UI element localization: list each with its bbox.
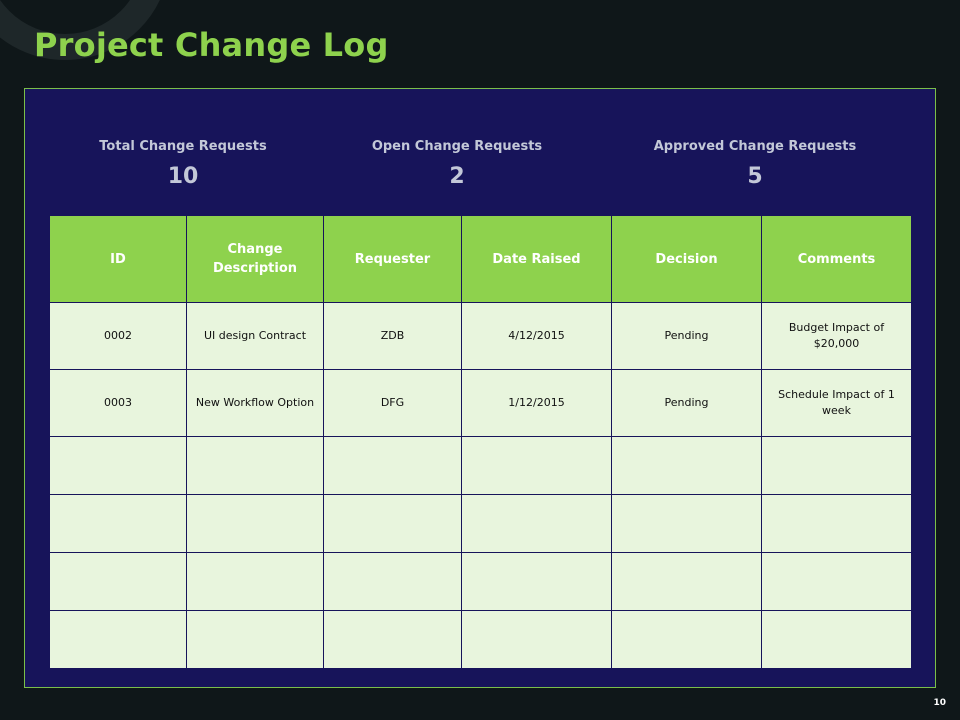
cell-id: [49, 494, 187, 553]
cell-id: [49, 436, 187, 495]
change-log-table: ID Change Description Requester Date Rai…: [49, 215, 912, 669]
stat-value: 5: [747, 164, 763, 189]
cell-date-raised: 4/12/2015: [461, 302, 612, 370]
column-header-change-description: Change Description: [186, 215, 324, 303]
column-header-requester: Requester: [323, 215, 462, 303]
stat-open-change-requests: Open Change Requests 2: [357, 139, 557, 189]
cell-date-raised: [461, 436, 612, 495]
column-header-decision: Decision: [611, 215, 762, 303]
cell-decision: [611, 552, 762, 611]
cell-requester: [323, 610, 462, 669]
cell-date-raised: 1/12/2015: [461, 369, 612, 437]
cell-requester: [323, 494, 462, 553]
cell-comments: [761, 552, 912, 611]
table-header-row: ID Change Description Requester Date Rai…: [49, 215, 912, 303]
cell-change-description: [186, 610, 324, 669]
cell-date-raised: [461, 610, 612, 669]
cell-id: [49, 552, 187, 611]
cell-decision: [611, 610, 762, 669]
cell-id: 0003: [49, 369, 187, 437]
stat-label: Open Change Requests: [371, 139, 543, 154]
cell-id: [49, 610, 187, 669]
cell-id: 0002: [49, 302, 187, 370]
stat-label: Total Change Requests: [99, 139, 267, 154]
cell-change-description: [186, 552, 324, 611]
cell-change-description: [186, 494, 324, 553]
column-header-id: ID: [49, 215, 187, 303]
column-header-comments: Comments: [761, 215, 912, 303]
cell-requester: ZDB: [323, 302, 462, 370]
stat-value: 2: [449, 164, 465, 189]
cell-decision: [611, 436, 762, 495]
table-row: 0002 UI design Contract ZDB 4/12/2015 Pe…: [49, 302, 912, 370]
cell-date-raised: [461, 494, 612, 553]
cell-decision: Pending: [611, 302, 762, 370]
cell-comments: Budget Impact of $20,000: [761, 302, 912, 370]
table-row: 0003 New Workflow Option DFG 1/12/2015 P…: [49, 369, 912, 437]
stat-value: 10: [167, 164, 199, 189]
cell-comments: [761, 610, 912, 669]
cell-decision: [611, 494, 762, 553]
cell-change-description: [186, 436, 324, 495]
content-panel: Total Change Requests 10 Open Change Req…: [24, 88, 936, 688]
table-row: [49, 436, 912, 495]
table-row: [49, 552, 912, 611]
stat-label: Approved Change Requests: [653, 139, 857, 154]
cell-requester: DFG: [323, 369, 462, 437]
page-title: Project Change Log: [34, 26, 389, 64]
cell-comments: [761, 436, 912, 495]
cell-change-description: UI design Contract: [186, 302, 324, 370]
table-row: [49, 494, 912, 553]
cell-requester: [323, 552, 462, 611]
cell-date-raised: [461, 552, 612, 611]
stat-approved-change-requests: Approved Change Requests 5: [635, 139, 875, 189]
page-number: 10: [933, 698, 946, 708]
cell-decision: Pending: [611, 369, 762, 437]
cell-requester: [323, 436, 462, 495]
cell-change-description: New Workflow Option: [186, 369, 324, 437]
stat-total-change-requests: Total Change Requests 10: [83, 139, 283, 189]
cell-comments: [761, 494, 912, 553]
cell-comments: Schedule Impact of 1 week: [761, 369, 912, 437]
table-row: [49, 610, 912, 669]
column-header-date-raised: Date Raised: [461, 215, 612, 303]
